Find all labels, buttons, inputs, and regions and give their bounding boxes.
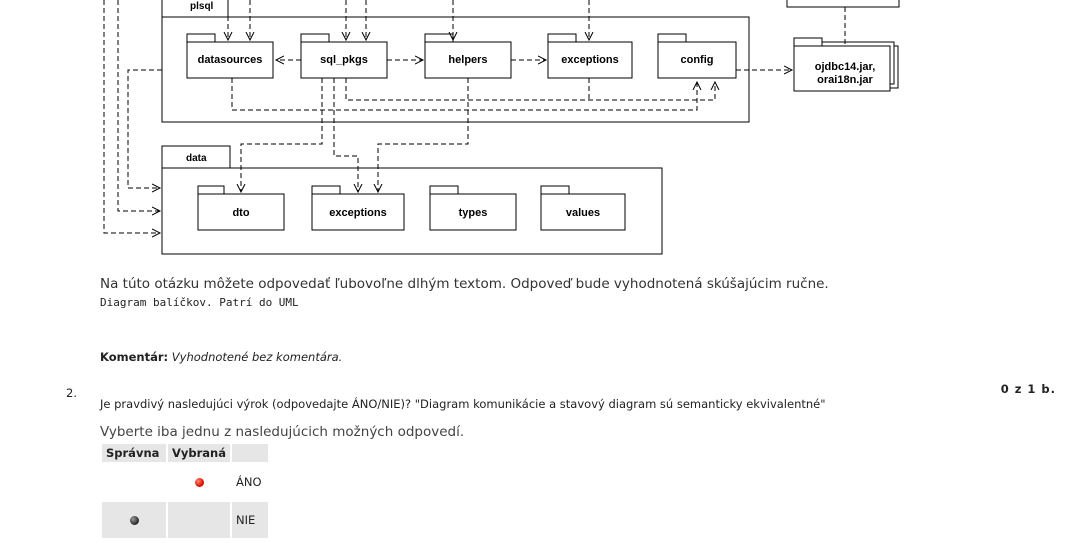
svg-text:ojdbc14.jar,: ojdbc14.jar, xyxy=(815,61,876,73)
question2-text: Je pravdivý nasledujúci výrok (odpovedaj… xyxy=(100,397,826,411)
header-option xyxy=(232,444,269,462)
answer-options-header: Správna Vybraná xyxy=(102,444,269,462)
package-sql-pkgs: sql_pkgs xyxy=(300,33,388,79)
svg-text:orai18n.jar: orai18n.jar xyxy=(817,74,873,86)
jar-artifact: ojdbc14.jar, orai18n.jar xyxy=(786,0,900,92)
option-row-nie: NIE xyxy=(102,502,269,538)
question2-instruction: Vyberte iba jednu z nasledujúcich možnýc… xyxy=(100,424,465,440)
option-ano-label: ÁNO xyxy=(236,475,262,489)
option-ano-correct xyxy=(102,464,166,500)
header-correct: Správna xyxy=(102,444,166,462)
svg-text:helpers: helpers xyxy=(448,54,487,66)
question1-answer: Diagram balíčkov. Patrí do UML xyxy=(100,296,299,309)
question1-note: Na túto otázku môžete odpovedať ľubovoľn… xyxy=(100,276,829,292)
svg-text:types: types xyxy=(459,207,488,219)
option-nie-correct xyxy=(102,502,166,538)
question1-comment: Komentár: Vyhodnotené bez komentára. xyxy=(100,350,342,364)
svg-text:values: values xyxy=(566,207,600,219)
package-dto: dto xyxy=(197,185,285,231)
dependency-arrows xyxy=(103,0,846,233)
svg-text:datasources: datasources xyxy=(198,54,263,66)
option-row-ano: ÁNO xyxy=(102,464,268,500)
header-selected: Vybraná xyxy=(168,444,231,462)
package-exceptions-plsql: exceptions xyxy=(547,33,633,79)
selected-indicator-icon xyxy=(194,478,204,487)
svg-text:exceptions: exceptions xyxy=(329,207,386,219)
package-config: config xyxy=(657,33,737,79)
data-package-label: data xyxy=(186,153,207,164)
comment-text: Vyhodnotené bez komentára. xyxy=(171,350,343,364)
package-helpers: helpers xyxy=(424,33,512,79)
question2-number: 2. xyxy=(66,386,77,400)
question2-score: 0 z 1 b. xyxy=(1000,382,1056,396)
svg-text:exceptions: exceptions xyxy=(561,54,618,66)
option-nie-selected xyxy=(168,502,231,538)
svg-text:sql_pkgs: sql_pkgs xyxy=(320,54,368,66)
svg-text:dto: dto xyxy=(232,207,249,219)
comment-label: Komentár: xyxy=(100,350,169,364)
answer-options-table: Správna Vybraná ÁNO NIE xyxy=(100,442,270,540)
package-types: types xyxy=(429,185,517,231)
package-values: values xyxy=(540,185,626,231)
option-ano-selected xyxy=(168,464,230,500)
package-exceptions-data: exceptions xyxy=(311,185,405,231)
plsql-package-label: plsql xyxy=(190,1,214,12)
svg-text:config: config xyxy=(681,54,714,66)
option-nie-label: NIE xyxy=(232,502,269,538)
correct-indicator-icon xyxy=(129,516,139,525)
package-datasources: datasources xyxy=(186,33,274,79)
package-diagram: plsql data datasources sql_pkgs helpers … xyxy=(103,0,900,255)
